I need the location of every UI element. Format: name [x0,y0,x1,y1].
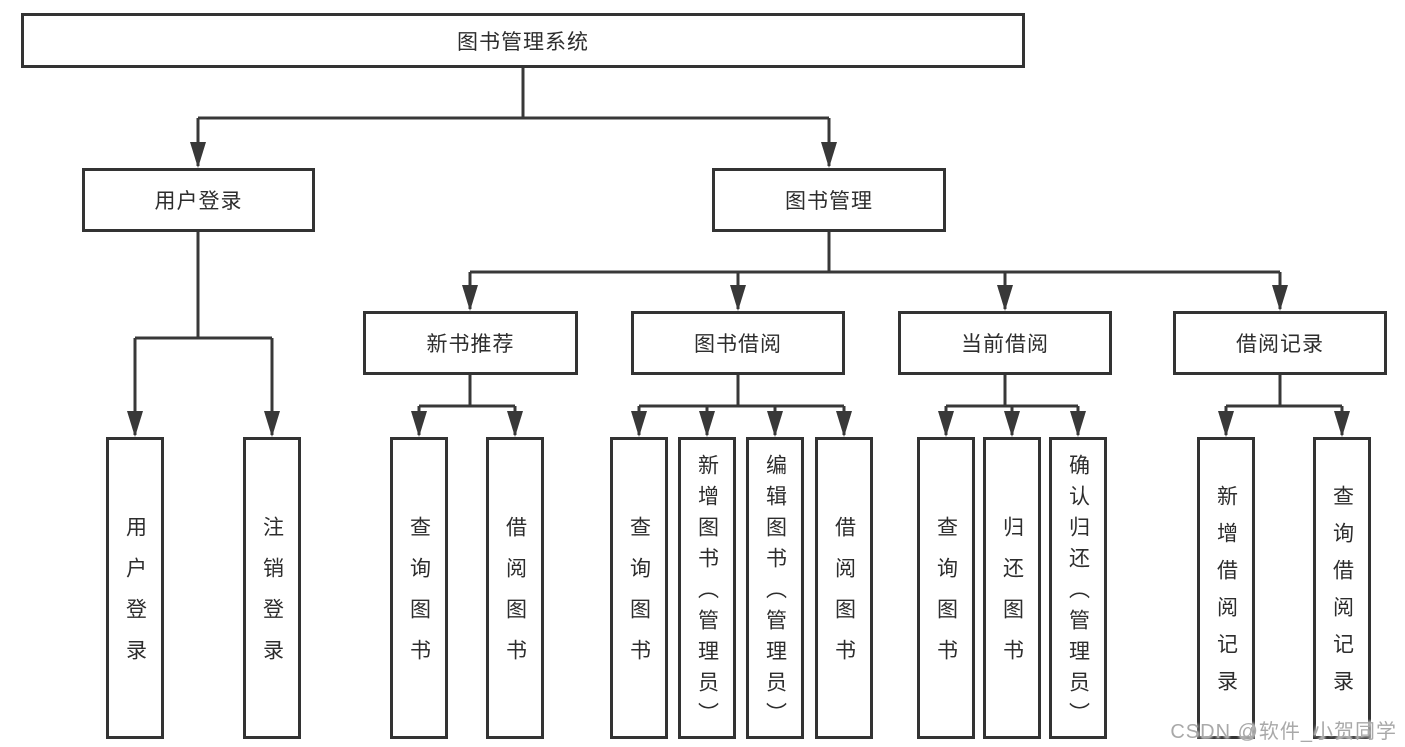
arrowhead [462,285,478,311]
connector-borrow-record [1224,375,1344,435]
arrowhead [1218,411,1234,437]
leaf-label: 借阅图书 [832,516,856,680]
arrowhead [938,411,954,437]
leaf-query-borrow-record: 查询借阅记录 [1313,437,1371,739]
leaf-query-book-1: 查询图书 [390,437,448,739]
node-borrow-record: 借阅记录 [1173,311,1387,375]
arrowhead [631,411,647,437]
node-user-login: 用户登录 [82,168,315,232]
node-label: 新书推荐 [426,333,515,356]
node-label: 图书借阅 [694,333,782,356]
connector-root [196,68,831,166]
arrowhead [821,142,837,168]
arrowhead [127,411,143,437]
arrowhead [190,142,206,168]
leaf-add-book-admin: 新增图书（管理员） [678,437,736,739]
arrowhead [411,411,427,437]
node-label: 图书管理系统 [457,30,589,54]
node-label: 图书管理 [785,190,873,213]
leaf-label: 查询借阅记录 [1330,485,1354,707]
node-book-management: 图书管理 [712,168,946,232]
node-label: 借阅记录 [1236,333,1324,356]
leaf-borrow-book-1: 借阅图书 [486,437,544,739]
arrowhead [1334,411,1350,437]
node-library-system: 图书管理系统 [21,13,1025,68]
leaf-label: 确认归还（管理员） [1066,453,1090,733]
arrowhead [997,285,1013,311]
node-label: 当前借阅 [961,333,1049,356]
leaf-label: 查询图书 [407,516,431,680]
leaf-edit-book-admin: 编辑图书（管理员） [746,437,804,739]
leaf-label: 用户登录 [123,516,147,680]
arrowhead [1272,285,1288,311]
leaf-query-book-2: 查询图书 [610,437,668,739]
leaf-label: 注销登录 [260,516,284,680]
leaf-label: 编辑图书（管理员） [763,453,787,733]
leaf-logout: 注销登录 [243,437,301,739]
leaf-label: 查询图书 [934,516,958,680]
leaf-borrow-book-2: 借阅图书 [815,437,873,739]
arrowhead [730,285,746,311]
node-current-borrow: 当前借阅 [898,311,1112,375]
leaf-return-book: 归还图书 [983,437,1041,739]
connector-new-book [417,375,517,435]
csdn-watermark: CSDN @软件_小贺同学 [1170,721,1397,743]
leaf-user-login: 用户登录 [106,437,164,739]
leaf-label: 新增借阅记录 [1214,485,1238,707]
arrowhead [699,411,715,437]
node-new-book-recommend: 新书推荐 [363,311,578,375]
leaf-query-book-3: 查询图书 [917,437,975,739]
arrowhead [507,411,523,437]
arrowheads [127,142,1350,437]
node-label: 用户登录 [154,190,243,213]
leaf-add-borrow-record: 新增借阅记录 [1197,437,1255,739]
node-book-borrow: 图书借阅 [631,311,845,375]
arrowhead [1004,411,1020,437]
connector-book-borrow [637,375,846,435]
arrowhead [1070,411,1086,437]
connector-user-login [133,232,274,435]
arrowhead [767,411,783,437]
leaf-confirm-return-admin: 确认归还（管理员） [1049,437,1107,739]
arrowhead [836,411,852,437]
leaf-label: 新增图书（管理员） [695,453,719,733]
leaf-label: 查询图书 [627,516,651,680]
connector-book-management [468,232,1282,309]
leaf-label: 归还图书 [1000,516,1024,680]
arrowhead [264,411,280,437]
leaf-label: 借阅图书 [503,516,527,680]
